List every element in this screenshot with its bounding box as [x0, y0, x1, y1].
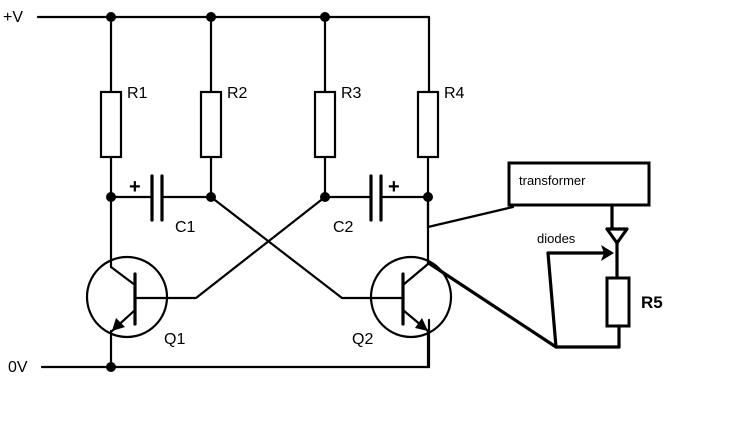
- c2-polarity-mark: +: [388, 176, 400, 198]
- supply-label: +V: [3, 9, 23, 26]
- c1-label: C1: [175, 219, 196, 236]
- transistor-q1: [85, 255, 169, 369]
- capacitor-c2: [323, 174, 430, 222]
- r5-label: R5: [641, 293, 663, 312]
- r4-label: R4: [444, 85, 465, 102]
- resistor-r3: [313, 90, 337, 159]
- diodes-label: diodes: [537, 231, 576, 246]
- resistor-r4-branch: [416, 90, 515, 229]
- resistor-r1-branch: [99, 15, 123, 269]
- r2-label: R2: [227, 85, 248, 102]
- resistor-r2-branch: [199, 15, 223, 199]
- r3-label: R3: [341, 85, 362, 102]
- resistor-r5: [605, 276, 631, 349]
- resistor-r3-branch: [313, 15, 337, 199]
- transistor-q2: [368, 195, 453, 369]
- supply-rail: [36, 15, 431, 94]
- c1-polarity-mark: +: [129, 176, 141, 198]
- q1-label: Q1: [164, 331, 185, 348]
- q2-label: Q2: [352, 331, 373, 348]
- junction-dots: [106, 12, 433, 372]
- capacitor-c1: [109, 174, 213, 222]
- diode-symbol: [605, 203, 629, 280]
- resistor-r1: [99, 90, 123, 159]
- ground-label: 0V: [8, 359, 28, 376]
- output-wiring: [428, 245, 621, 349]
- r1-label: R1: [127, 85, 148, 102]
- resistor-r2: [199, 90, 223, 159]
- c2-label: C2: [333, 219, 354, 236]
- cross-coupling-wires: [165, 195, 372, 300]
- transformer-box: [507, 161, 651, 207]
- resistor-r4: [416, 90, 440, 159]
- transformer-label: transformer: [519, 173, 586, 188]
